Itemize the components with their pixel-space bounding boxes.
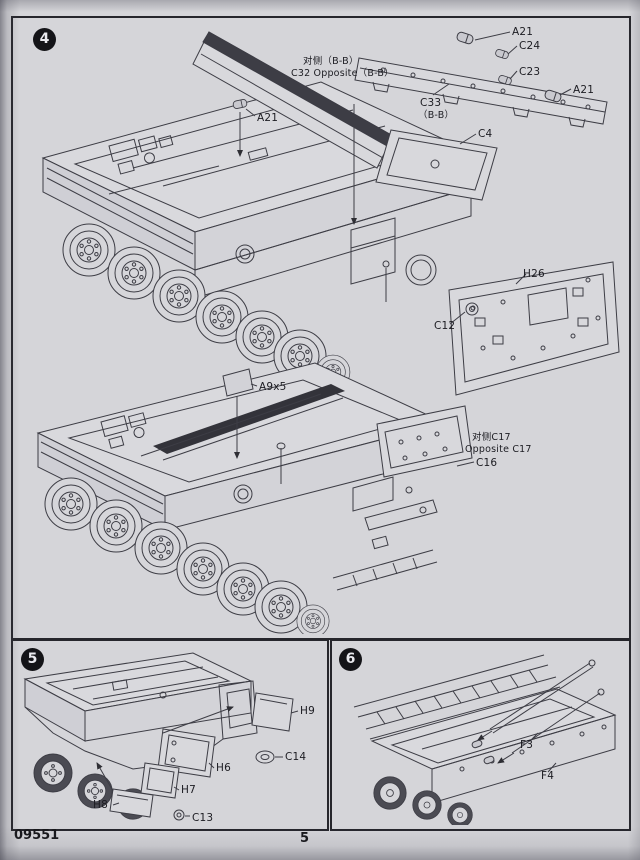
part-label-h8: H8 [93, 799, 108, 811]
part-label-h26: H26 [523, 268, 545, 280]
step5-panel: 5 [11, 639, 329, 831]
part-label-f3: F3 [520, 739, 534, 751]
part-label-a9x5: A9x5 [259, 381, 287, 393]
step6-hull-drawing [353, 654, 617, 825]
part-c33-strip-drawing [354, 57, 608, 128]
step4-diagram [36, 30, 620, 634]
part-label-c12: C12 [434, 320, 456, 332]
step4-panel: 4 [11, 16, 631, 640]
part-label-c24: C24 [519, 40, 541, 52]
part-label-c23: C23 [519, 66, 541, 78]
part-c32-panel-drawing [192, 31, 394, 169]
part-label-c17-english: Opposite C17 [465, 444, 532, 455]
footer-page-number: 5 [300, 831, 310, 846]
part-label-a21-left: A21 [257, 112, 279, 124]
part-f3-f4-drawing [471, 659, 605, 765]
part-label-c4: C4 [478, 128, 493, 140]
part-label-c13: C13 [192, 812, 214, 824]
part-label-f4: F4 [541, 770, 555, 782]
step5-badge: 5 [21, 648, 44, 671]
step6-diagram [353, 654, 617, 825]
step4-leader-lines [234, 31, 572, 467]
part-label-a21-top: A21 [512, 26, 534, 38]
part-label-c33: C33 [420, 97, 442, 109]
step5-parts-drawing [109, 692, 294, 821]
part-label-c32-english: C32 Opposite（B-B） [291, 68, 394, 79]
footer-kit-number: 09551 [14, 828, 60, 843]
step6-leader-lines [529, 732, 557, 773]
part-label-h7: H7 [181, 784, 196, 796]
part-label-c14: C14 [285, 751, 307, 763]
part-label-c32-chinese: 对侧（B-B） [303, 56, 359, 67]
part-c4-hatch-drawing [375, 129, 498, 201]
lower-hull-drawing [36, 362, 447, 634]
part-label-h6: H6 [216, 762, 231, 774]
part-label-a21-right: A21 [573, 84, 595, 96]
part-c12-drawing [465, 302, 479, 316]
part-label-c33-section: （B-B） [418, 110, 455, 121]
upper-hull-drawing [41, 81, 473, 390]
part-label-h9: H9 [300, 705, 315, 717]
step6-badge: 6 [339, 648, 362, 671]
step5-leader-lines [96, 706, 299, 817]
step6-panel: 6 [330, 639, 631, 831]
step4-badge: 4 [33, 28, 56, 51]
part-label-c17-chinese: 对侧C17 [472, 432, 511, 443]
part-h26-panel-drawing [448, 261, 620, 396]
part-label-c16: C16 [476, 457, 498, 469]
part-a9x5-drawing [222, 368, 254, 397]
step5-diagram [23, 652, 299, 821]
part-c16-panel-drawing [376, 405, 473, 478]
